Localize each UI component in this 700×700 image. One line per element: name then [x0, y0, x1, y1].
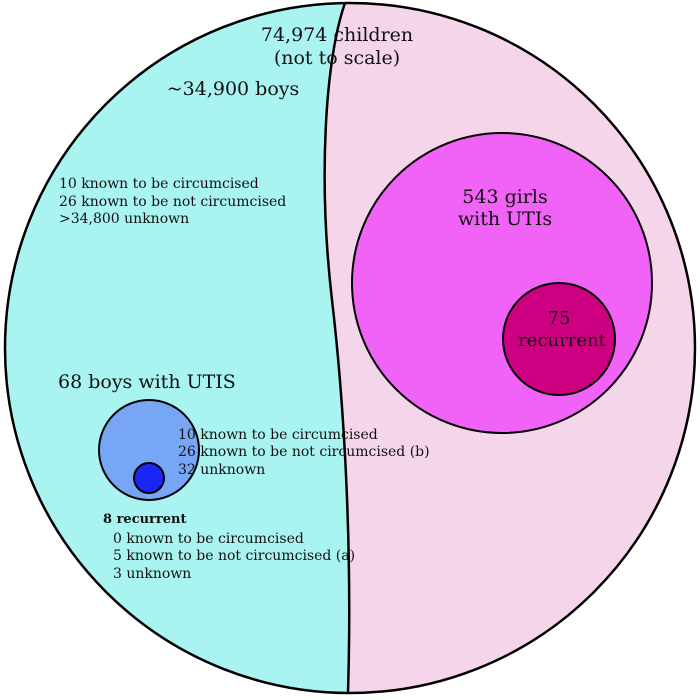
all-children-outline	[3, 1, 697, 695]
girls-uti-label-line-1: 543 girls	[462, 186, 547, 208]
title-line-2: (not to scale)	[274, 47, 400, 69]
boys-uti-label: 68 boys with UTIS	[58, 371, 236, 393]
boys-girls-divider	[323, 2, 351, 694]
boys-uti-stat-circumcised: 10 known to be circumcised	[178, 427, 378, 443]
boys-recurrent-stat-not-circumcised: 5 known to be not circumcised (a)	[113, 548, 355, 564]
title-line-1: 74,974 children	[261, 24, 413, 46]
boys-recurrent-stat-circumcised: 0 known to be circumcised	[113, 531, 304, 547]
boys-recurrent-stat-unknown: 3 unknown	[113, 566, 191, 582]
girls-recurrent-label-line-1: 75	[548, 308, 571, 329]
boys-stat-unknown: >34,800 unknown	[59, 211, 189, 227]
girls-recurrent-circle	[502, 282, 616, 396]
boys-uti-circle	[98, 399, 200, 501]
boys-region	[5, 3, 350, 693]
boys-uti-stat-unknown: 32 unknown	[178, 462, 265, 478]
girls-recurrent-label-line-2: recurrent	[518, 330, 606, 351]
boys-recurrent-circle	[133, 462, 165, 494]
girls-uti-circle	[351, 132, 653, 434]
boys-uti-stat-not-circumcised: 26 known to be not circumcised (b)	[178, 444, 430, 460]
girls-uti-label-line-2: with UTIs	[458, 208, 552, 230]
boys-recurrent-label: 8 recurrent	[103, 512, 186, 527]
boys-stat-circumcised: 10 known to be circumcised	[59, 176, 259, 192]
boys-label: ~34,900 boys	[167, 78, 300, 100]
boys-stat-not-circumcised: 26 known to be not circumcised	[59, 194, 286, 210]
